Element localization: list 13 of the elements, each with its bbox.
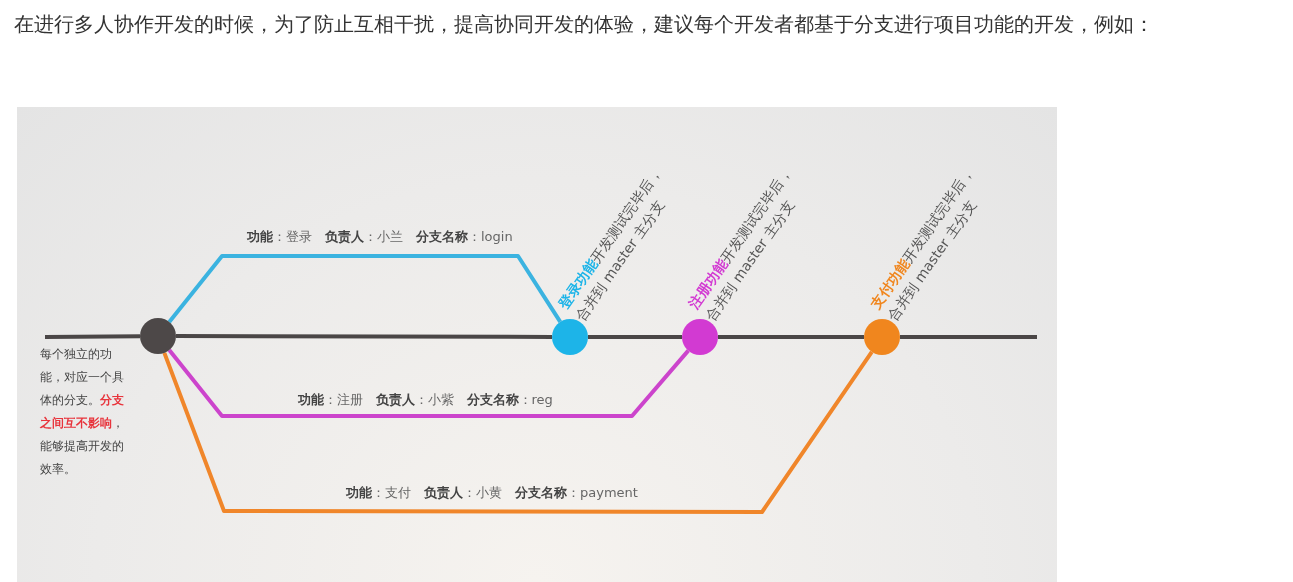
- branch-line: [167, 254, 562, 324]
- note-text: 每个独立的功能，对应一个具体的分支。分支之间互不影响，能够提高开发的效率。: [40, 346, 125, 478]
- main-branch-line: [900, 335, 1037, 339]
- branch-line: [167, 348, 690, 418]
- edge-label: 功能：登录 负责人：小兰 分支名称：login: [246, 228, 514, 246]
- edge-label: 功能：支付 负责人：小黄 分支名称：payment: [345, 484, 639, 502]
- main-branch-line: [718, 335, 864, 339]
- intro-paragraph: 在进行多人协作开发的时候，为了防止互相干扰，提高协同开发的体验，建议每个开发者都基于分支进行项目功能的开发，例如：: [14, 11, 1155, 38]
- main-branch-line: [44, 334, 141, 339]
- edge-label: 功能：注册 负责人：小紫 分支名称：reg: [296, 391, 554, 409]
- main-branch-line: [176, 334, 552, 339]
- branch-line: [162, 350, 874, 514]
- main-branch-line: [588, 335, 682, 339]
